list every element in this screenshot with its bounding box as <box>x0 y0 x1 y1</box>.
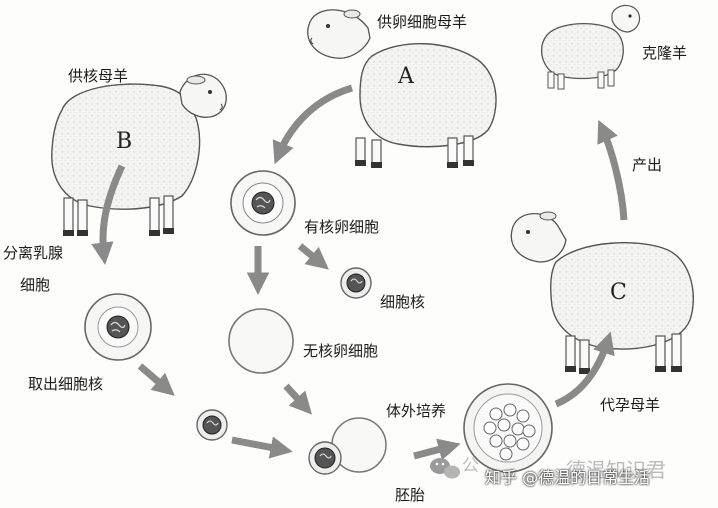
label-donor-egg-ewe: 供卵细胞母羊 <box>377 13 468 31</box>
watermark-brand-text: 公 <box>462 456 479 476</box>
sheep-letter-b: B <box>116 129 133 154</box>
embryo-cell <box>463 383 553 473</box>
label-birth: 产出 <box>632 156 663 174</box>
process-arrows <box>91 84 628 461</box>
mammary-cell <box>84 293 152 361</box>
label-cloned-sheep: 克隆羊 <box>642 44 688 62</box>
sheep-letter-c: C <box>610 280 627 305</box>
sheep-letter-a: A <box>398 64 414 89</box>
label-enucleated-egg: 无核卵细胞 <box>303 342 379 360</box>
fused-cell <box>308 417 387 475</box>
label-cell-nucleus: 细胞核 <box>380 293 426 311</box>
label-extract-nucleus: 取出细胞核 <box>28 375 104 393</box>
label-embryo: 胚胎 <box>395 486 426 504</box>
enucleated-egg-cell <box>228 308 294 374</box>
label-separate-mammary-line1: 分离乳腺 <box>3 244 64 262</box>
sheep-a <box>307 9 497 168</box>
label-in-vitro-culture: 体外培养 <box>386 402 447 420</box>
extracted-nucleus <box>196 409 228 441</box>
watermark-faint-text: 德温知识君 <box>566 458 666 482</box>
wechat-icon <box>430 458 460 479</box>
label-donor-nucleus-ewe: 供核母羊 <box>68 67 129 85</box>
label-separate-mammary-line2: 细胞 <box>20 276 51 294</box>
label-nucleated-egg: 有核卵细胞 <box>304 218 380 236</box>
sheep-b <box>51 73 227 236</box>
nucleated-egg-cell <box>230 170 296 236</box>
watermark-zhihu-text: 知乎 @德温的日常生活 <box>485 468 651 487</box>
isolated-nucleus <box>340 267 372 299</box>
cloned-sheep <box>540 4 641 90</box>
label-surrogate-ewe: 代孕母羊 <box>600 396 661 414</box>
sheep-c <box>510 211 695 374</box>
